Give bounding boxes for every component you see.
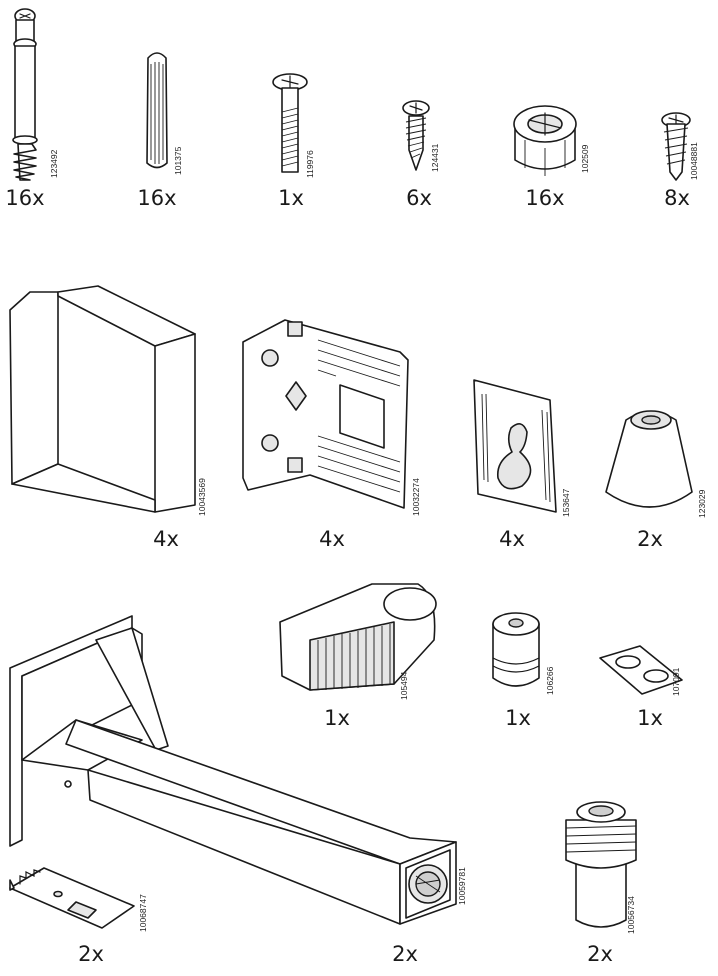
quantity-label: 2x xyxy=(587,942,613,966)
part-code: 123492 xyxy=(49,149,59,178)
quantity-label: 2x xyxy=(637,527,663,551)
part-code: 124431 xyxy=(430,143,440,172)
part-code: 10068747 xyxy=(138,894,148,932)
quantity-label: 1x xyxy=(278,186,304,210)
bumper-pads-icon xyxy=(599,645,683,695)
quantity-label: 2x xyxy=(392,942,418,966)
part-code: 101375 xyxy=(173,146,183,175)
quantity-label: 2x xyxy=(78,942,104,966)
rubber-foot-icon xyxy=(605,410,693,508)
quantity-label: 1x xyxy=(324,706,350,730)
part-code: 10059781 xyxy=(457,867,467,905)
part-code: 10032274 xyxy=(411,478,421,516)
part-code: 123029 xyxy=(697,489,707,518)
support-arm-icon xyxy=(9,615,457,925)
l-bracket-icon xyxy=(9,285,196,513)
wood-dowel-icon xyxy=(146,52,168,169)
quantity-label: 8x xyxy=(664,186,690,210)
quantity-label: 4x xyxy=(153,527,179,551)
part-code: 10056734 xyxy=(626,896,636,934)
quantity-label: 16x xyxy=(5,186,45,210)
threaded-sleeve-icon xyxy=(492,612,540,687)
part-code: 102509 xyxy=(580,144,590,173)
quantity-label: 1x xyxy=(505,706,531,730)
flat-screw-icon xyxy=(661,112,691,181)
part-code: 105494 xyxy=(399,671,409,700)
quantity-label: 4x xyxy=(319,527,345,551)
clip-plate-icon xyxy=(9,867,135,929)
machine-screw-icon xyxy=(272,73,308,173)
keyhole-plate-icon xyxy=(473,379,557,513)
mounting-plate-icon xyxy=(242,319,409,509)
quantity-label: 4x xyxy=(499,527,525,551)
part-code: 10043569 xyxy=(197,478,207,516)
quantity-label: 16x xyxy=(137,186,177,210)
part-code: 119976 xyxy=(305,150,315,178)
threaded-leg-icon xyxy=(565,801,637,928)
wood-screw-icon xyxy=(402,100,430,171)
quantity-label: 6x xyxy=(406,186,432,210)
quantity-label: 1x xyxy=(637,706,663,730)
part-code: 153647 xyxy=(561,488,571,517)
cam-lock-nut-icon xyxy=(513,105,577,176)
part-code: 107091 xyxy=(671,667,681,696)
part-code: 106266 xyxy=(545,666,555,695)
wedge-icon xyxy=(279,583,437,691)
part-code: 10048881 xyxy=(689,142,699,180)
cam-bolt-icon xyxy=(12,8,38,181)
quantity-label: 16x xyxy=(525,186,565,210)
